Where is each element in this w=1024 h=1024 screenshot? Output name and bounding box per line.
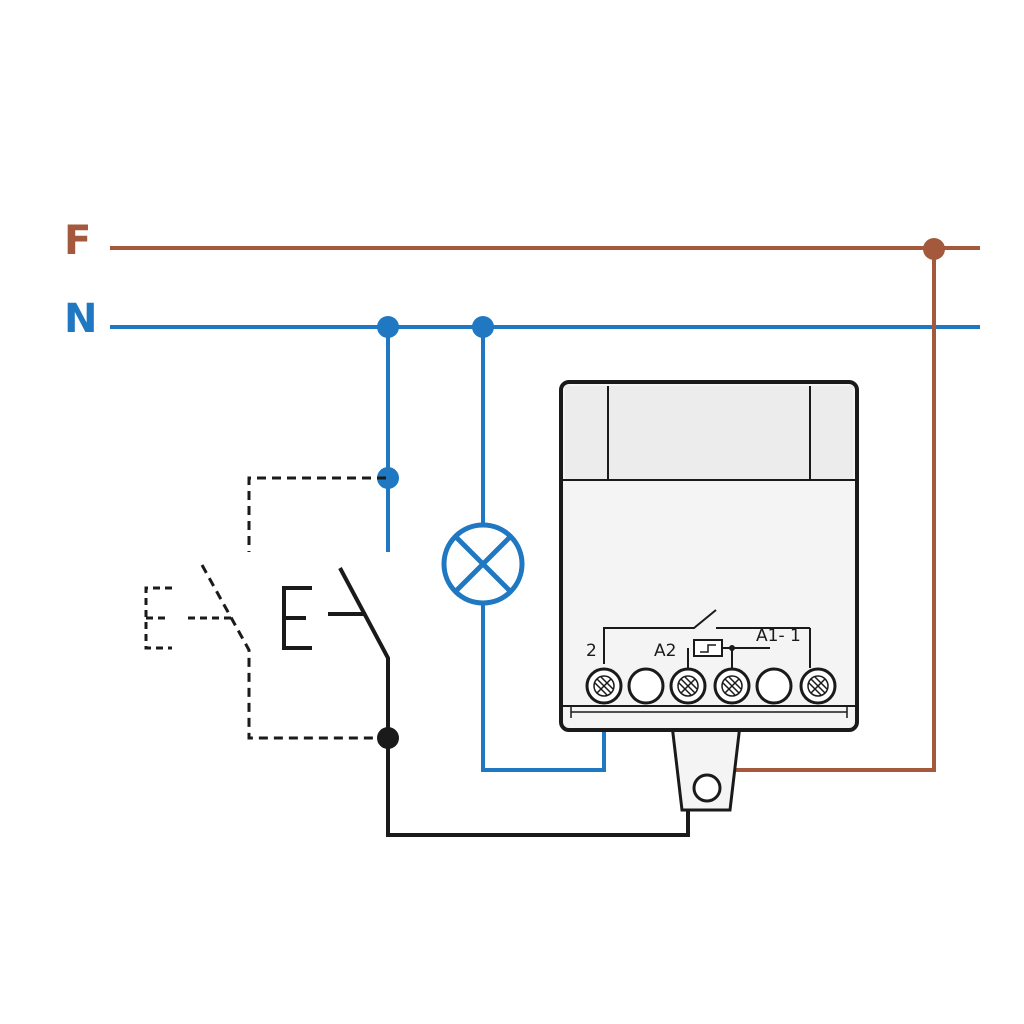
- terminal-screw-icon: [669, 667, 707, 705]
- neutral-rail-label: N: [64, 296, 97, 342]
- phase-junction-dot: [923, 238, 945, 260]
- neutral-junction-dot: [377, 316, 399, 338]
- terminal-A1-1-label: A1- 1: [756, 626, 801, 646]
- terminal-screw-icon: [713, 667, 751, 705]
- switch-junction-dot: [377, 727, 399, 749]
- terminal-empty-slot: [755, 667, 793, 705]
- bistable-relay-icon: [603, 609, 811, 668]
- terminal-screw-icon: [585, 667, 623, 705]
- terminal-A2-label: A2: [654, 641, 676, 661]
- terminal-empty-slot: [627, 667, 665, 705]
- lamp-cross-icon: [441, 522, 525, 606]
- terminal-screw-icon: [799, 667, 837, 705]
- phase-rail-label: F: [64, 218, 91, 264]
- neutral-junction-dot: [377, 467, 399, 489]
- optional-pushbutton-switch-icon: [144, 476, 386, 740]
- relay-device: 2 A2 A1- 1: [559, 380, 859, 812]
- terminal-2-label: 2: [586, 641, 597, 661]
- terminal-block: [585, 667, 837, 705]
- pushbutton-switch-icon: [282, 567, 390, 738]
- lamp-to-terminal-2-wire: [481, 604, 606, 772]
